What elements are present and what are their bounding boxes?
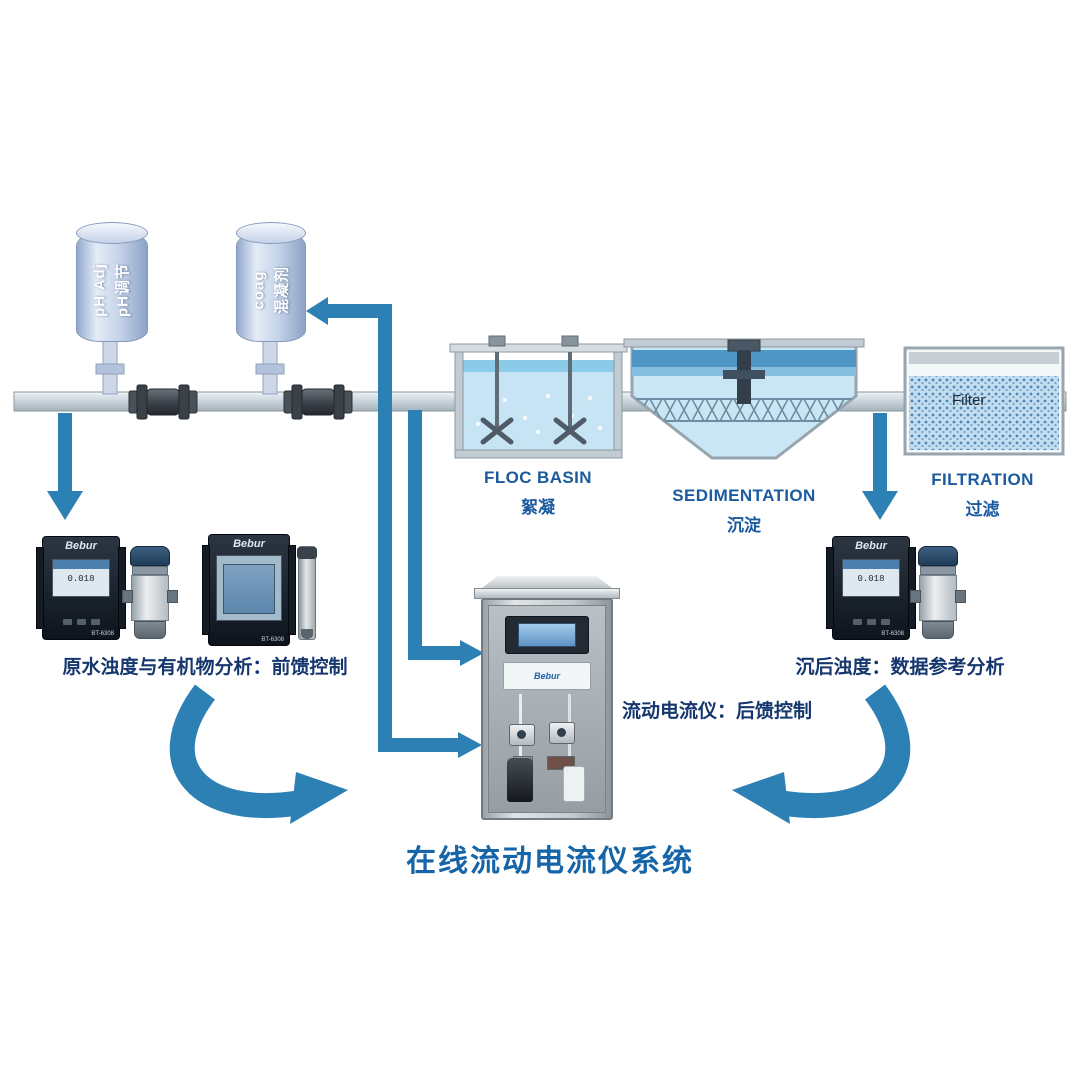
ph-tank-stem — [95, 337, 125, 395]
model-label: BT-6308 — [881, 631, 904, 637]
sensor-foot — [922, 621, 954, 639]
sample-line-to-cabinet — [408, 410, 484, 666]
probe-head — [297, 547, 317, 559]
filtration-unit — [903, 346, 1065, 456]
brand-label: Bebur — [65, 540, 97, 552]
brand-label: Bebur — [233, 538, 265, 550]
mixer-impellers — [480, 417, 587, 445]
turbidity-controller-right: Bebur 0.018 BT-6308 — [826, 536, 916, 640]
screen-header — [53, 560, 109, 569]
left-caption: 原水浊度与有机物分析：前馈控制 — [62, 657, 348, 678]
dosing-pump — [549, 722, 575, 744]
sedimentation-label: SEDIMENTATION 沉淀 — [672, 486, 816, 535]
reagent-bottle — [563, 766, 585, 802]
sample-arrow-raw-water — [47, 413, 83, 520]
coagulant-dosing-tank: coag 混凝剂 — [236, 222, 306, 342]
model-label: BT-6308 — [261, 637, 284, 643]
controller-screen: 0.018 — [842, 559, 900, 597]
cabinet-panel: Bebur — [488, 605, 606, 813]
organics-controller-left: Bebur BT-6308 — [202, 534, 296, 646]
probe-tip — [301, 629, 313, 639]
dosing-valve-2 — [283, 384, 353, 420]
sensor-cap — [918, 546, 958, 566]
reagent-bottle — [507, 758, 533, 802]
streaming-current-analyzer-cabinet: Bebur — [474, 576, 620, 824]
turbidity-sensor-right — [910, 546, 966, 639]
model-label: BT-6308 — [91, 631, 114, 637]
keypad — [43, 619, 119, 625]
sensor-body — [122, 575, 178, 621]
filter-media-label: Filter — [952, 392, 986, 409]
screen-header — [843, 560, 899, 569]
sensor-body — [910, 575, 966, 621]
filtration-label: FILTRATION 过滤 — [931, 470, 1034, 519]
dosing-valve-1 — [128, 384, 198, 420]
cabinet-screen — [518, 623, 576, 647]
sensor-ring — [920, 566, 956, 575]
brand-label: Bebur — [855, 540, 887, 552]
keypad — [833, 619, 909, 625]
screen-reading: 0.018 — [67, 574, 95, 584]
sensor-cap — [130, 546, 170, 566]
sensor-ring — [132, 566, 168, 575]
controller-screen: 0.018 — [52, 559, 110, 597]
coag-tank-stem — [255, 337, 285, 395]
ph-tank-label: pH Adj pH调节 — [91, 263, 132, 318]
sedimentation-tank — [623, 338, 865, 460]
cabinet-body: Bebur — [481, 598, 613, 820]
floc-basin-label: FLOC BASIN 絮凝 — [484, 468, 592, 517]
center-caption: 流动电流仪：后馈控制 — [622, 701, 813, 722]
diagram-title: 在线流动电流仪系统 — [406, 845, 694, 878]
turbidity-controller-left: Bebur 0.018 BT-6308 — [36, 536, 126, 640]
dosing-pump — [509, 724, 535, 746]
cabinet-crown — [482, 576, 612, 588]
right-caption: 沉后浊度：数据参考分析 — [795, 657, 1005, 678]
dip-probe — [297, 546, 317, 640]
touchscreen-display — [223, 564, 275, 614]
feedback-control-line — [306, 297, 482, 758]
sensor-foot — [134, 621, 166, 639]
control-loop-arrow-left — [169, 684, 348, 824]
cabinet-controller — [505, 616, 589, 654]
touchscreen — [216, 555, 282, 621]
sample-arrow-settled-water — [862, 413, 898, 520]
ph-dosing-tank: pH Adj pH调节 — [76, 222, 148, 342]
screen-reading: 0.018 — [857, 574, 885, 584]
coag-tank-label: coag 混凝剂 — [250, 266, 291, 315]
turbidity-sensor-left — [122, 546, 178, 639]
brand-label: Bebur — [533, 671, 560, 681]
floc-basin — [449, 335, 628, 459]
cabinet-analyzer-module: Bebur — [503, 662, 591, 690]
control-loop-arrow-right — [732, 684, 911, 824]
mixer-shafts — [495, 352, 572, 430]
